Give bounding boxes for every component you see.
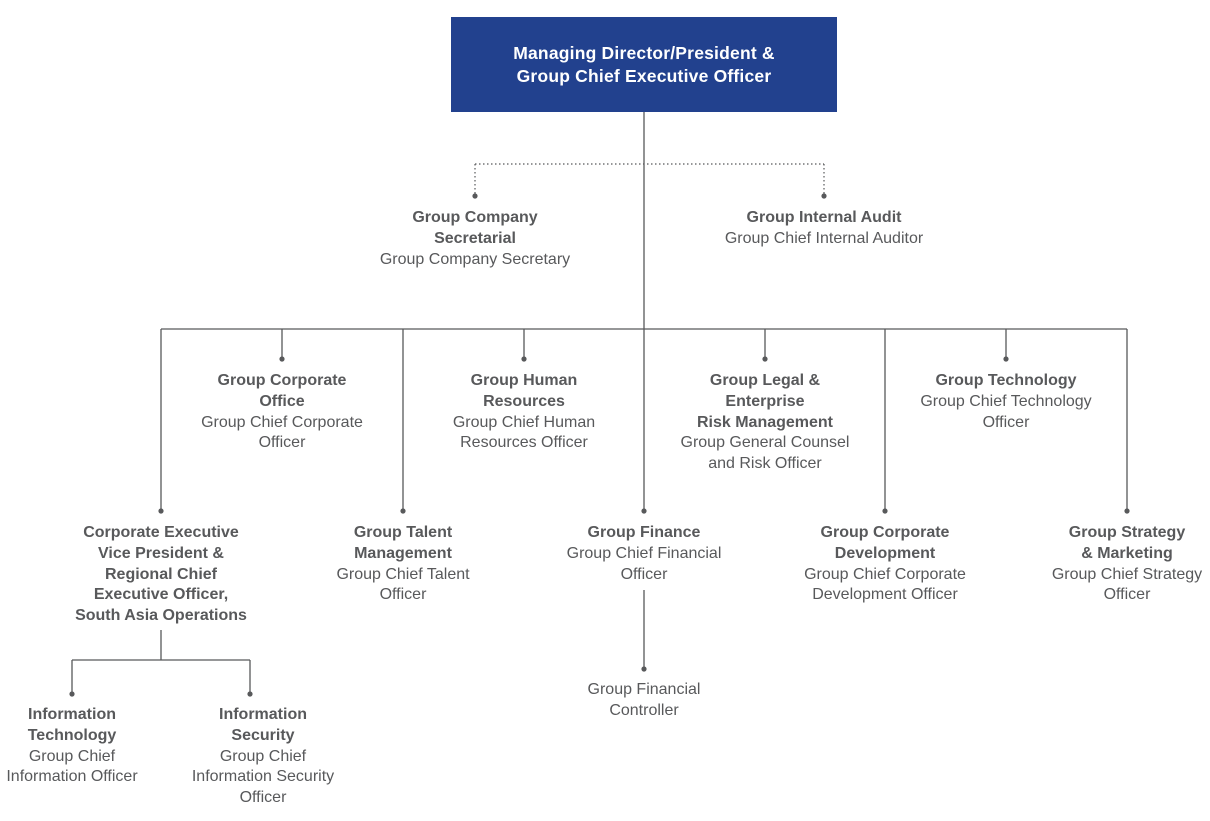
- south-asia-connector-dot: [158, 508, 164, 514]
- human-resources-connector-dot: [521, 356, 527, 362]
- group-financial-controller-role-line: Controller: [609, 701, 679, 719]
- group-talent-management-title-line: Group Talent: [353, 524, 453, 541]
- group-corporate-office-title-line: Office: [259, 392, 305, 410]
- group-finance-role-line: Officer: [620, 565, 668, 583]
- information-security-role-line: Officer: [239, 789, 287, 807]
- south-asia-operations-title-line: Corporate Executive: [83, 524, 239, 541]
- strategy-connector-dot: [1124, 508, 1130, 514]
- group-strategy-marketing-title-line: Group Strategy: [1068, 524, 1186, 541]
- audit-connector-dot: [821, 193, 827, 199]
- south-asia-operations-title-line: Executive Officer,: [93, 586, 229, 604]
- south-asia-operations-title-line: Regional Chief: [104, 565, 217, 583]
- group-human-resources-title-line: Group Human: [470, 372, 578, 389]
- group-human-resources-role-line: Group Chief Human: [452, 413, 596, 431]
- corp-dev-connector-dot: [882, 508, 888, 514]
- group-corporate-development-title-line: Development: [834, 544, 936, 562]
- group-corporate-office-role-line: Group Chief Corporate: [201, 413, 363, 431]
- group-company-secretarial-title-line: Group Company: [412, 209, 538, 226]
- finance-connector-dot: [641, 508, 647, 514]
- ceo-title-line-1: Managing Director/President &: [513, 42, 775, 63]
- group-strategy-marketing-role-line: Officer: [1103, 586, 1151, 604]
- info-tech-connector-dot: [69, 691, 75, 697]
- group-company-secretarial-title-line: Secretarial: [434, 229, 516, 247]
- ceo-box: Managing Director/President & Group Chie…: [451, 17, 837, 112]
- group-financial-controller-role-line: Group Financial: [587, 681, 701, 698]
- legal-risk-connector-dot: [762, 356, 768, 362]
- group-finance-role-line: Group Chief Financial: [566, 544, 722, 562]
- group-legal-risk-role-line: and Risk Officer: [708, 455, 822, 473]
- information-security-role-line: Group Chief: [219, 747, 307, 765]
- information-security-title-line: Security: [231, 726, 295, 744]
- group-technology-role-line: Group Chief Technology: [920, 392, 1092, 410]
- info-sec-connector-dot: [247, 691, 253, 697]
- corporate-office-connector-dot: [279, 356, 285, 362]
- group-human-resources-role-line: Resources Officer: [460, 434, 588, 452]
- group-talent-management-title-line: Management: [354, 544, 452, 562]
- south-asia-operations-title-line: Vice President &: [98, 544, 224, 562]
- south-asia-operations-title-line: South Asia Operations: [75, 607, 247, 625]
- controller-connector-dot: [641, 666, 647, 672]
- information-technology-role-line: Information Officer: [6, 768, 138, 786]
- group-company-secretarial-role-line: Group Company Secretary: [379, 250, 571, 268]
- group-strategy-marketing-title-line: & Marketing: [1081, 544, 1173, 562]
- group-legal-risk-title-line: Risk Management: [696, 413, 834, 431]
- group-legal-risk-title-line: Enterprise: [725, 392, 805, 410]
- group-corporate-development-role-line: Development Officer: [812, 586, 958, 604]
- group-corporate-development-title-line: Group Corporate: [820, 524, 950, 541]
- information-technology-title-line: Technology: [27, 726, 117, 744]
- group-strategy-marketing-role-line: Group Chief Strategy: [1051, 565, 1203, 583]
- group-talent-management-role-line: Group Chief Talent: [336, 565, 470, 583]
- information-security-title-line: Information: [219, 706, 307, 723]
- secretarial-connector-dot: [472, 193, 478, 199]
- group-corporate-development-role-line: Group Chief Corporate: [804, 565, 966, 583]
- group-legal-risk-role-line: Group General Counsel: [680, 434, 850, 452]
- information-technology-title-line: Information: [28, 706, 116, 723]
- group-legal-risk-title-line: Group Legal &: [709, 372, 821, 389]
- information-technology-role-line: Group Chief: [28, 747, 116, 765]
- group-technology-role-line: Officer: [982, 413, 1030, 431]
- group-corporate-office-title-line: Group Corporate: [217, 372, 347, 389]
- group-talent-management-role-line: Officer: [379, 586, 427, 604]
- talent-connector-dot: [400, 508, 406, 514]
- group-corporate-office-role-line: Officer: [258, 434, 306, 452]
- technology-connector-dot: [1003, 356, 1009, 362]
- group-human-resources-title-line: Resources: [483, 392, 565, 410]
- group-finance-title-line: Group Finance: [587, 524, 701, 541]
- ceo-title-line-2: Group Chief Executive Officer: [516, 65, 772, 86]
- group-internal-audit-title-line: Group Internal Audit: [746, 209, 902, 226]
- information-security-role-line: Information Security: [191, 768, 335, 786]
- group-technology-title-line: Group Technology: [935, 372, 1077, 389]
- group-internal-audit-role-line: Group Chief Internal Auditor: [724, 229, 924, 247]
